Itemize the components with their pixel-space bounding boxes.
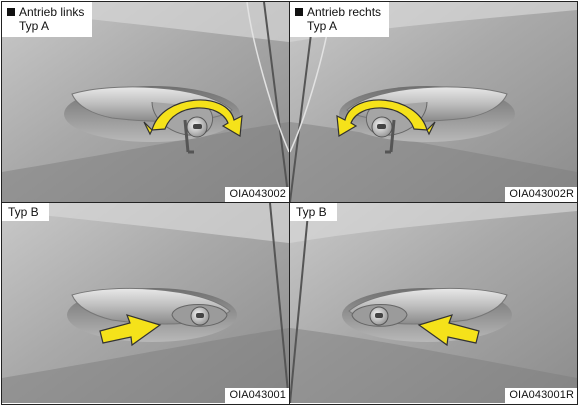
panel-title: Typ B — [290, 203, 337, 221]
rotate-arrow-icon — [151, 99, 243, 137]
panel-type-b-right: Typ B OIA043001R — [290, 203, 577, 403]
push-arrow-icon — [99, 314, 162, 347]
panel-label: Antrieb rechts Typ A — [290, 2, 390, 37]
push-arrow-icon — [417, 314, 480, 347]
panel-label: Antrieb links Typ A — [2, 2, 93, 37]
panel-title: Typ B — [2, 203, 49, 221]
door-handle-illustration — [2, 2, 289, 202]
figure-code: OIA043002 — [225, 187, 289, 202]
square-bullet-icon — [7, 8, 15, 16]
door-handle-illustration — [290, 2, 577, 202]
panel-drive-right-type-a: Antrieb rechts Typ A OIA043002R — [290, 2, 577, 202]
panel-type-b-left: Typ B OIA043001 — [2, 203, 289, 403]
panel-title: Antrieb links — [19, 5, 85, 19]
figure-code: OIA043001R — [505, 388, 577, 403]
panel-subtitle: Typ A — [307, 19, 338, 33]
figure-code: OIA043001 — [225, 388, 289, 403]
square-bullet-icon — [295, 8, 303, 16]
vertical-divider — [289, 2, 290, 404]
panel-drive-left-type-a: Antrieb links Typ A OIA043002 — [2, 2, 289, 202]
panel-subtitle: Typ A — [19, 19, 50, 33]
horizontal-divider — [2, 202, 577, 203]
door-handle-illustration — [290, 203, 577, 403]
rotate-arrow-icon — [336, 99, 428, 137]
figure-code: OIA043002R — [505, 187, 577, 202]
door-handle-illustration — [2, 203, 289, 403]
panel-title: Antrieb rechts — [307, 5, 382, 19]
